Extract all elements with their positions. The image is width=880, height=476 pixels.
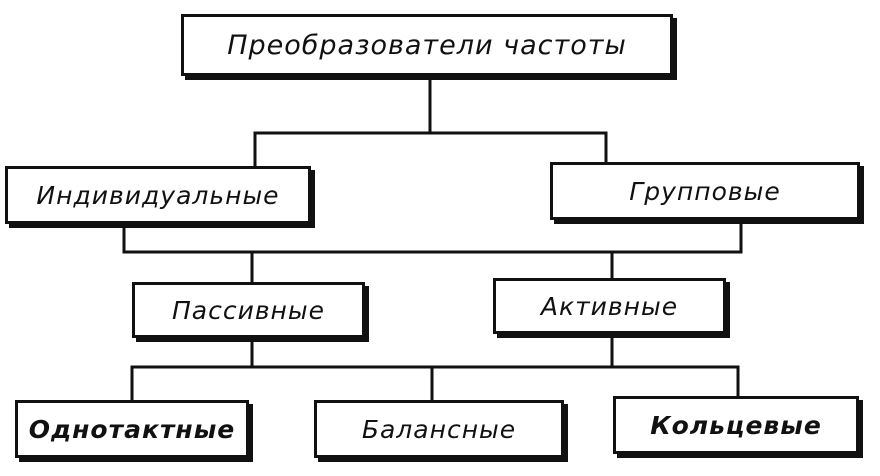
node-frequency-converters: Преобразователи частоты	[181, 14, 673, 76]
node-label: Пассивные	[171, 295, 326, 325]
node-label: Балансные	[361, 414, 517, 444]
node-label: Однотактные	[28, 414, 236, 444]
node-passive: Пассивные	[132, 282, 365, 338]
node-balanced: Балансные	[314, 400, 564, 458]
node-label: Кольцевые	[650, 410, 822, 440]
node-group: Групповые	[550, 162, 860, 220]
node-ring: Кольцевые	[613, 396, 859, 454]
node-label: Групповые	[629, 176, 781, 206]
node-label: Активные	[540, 291, 679, 321]
node-single-ended: Однотактные	[15, 400, 249, 458]
node-active: Активные	[493, 278, 726, 334]
node-label: Индивидуальные	[36, 180, 280, 210]
node-individual: Индивидуальные	[5, 166, 311, 224]
node-label: Преобразователи частоты	[227, 29, 627, 61]
